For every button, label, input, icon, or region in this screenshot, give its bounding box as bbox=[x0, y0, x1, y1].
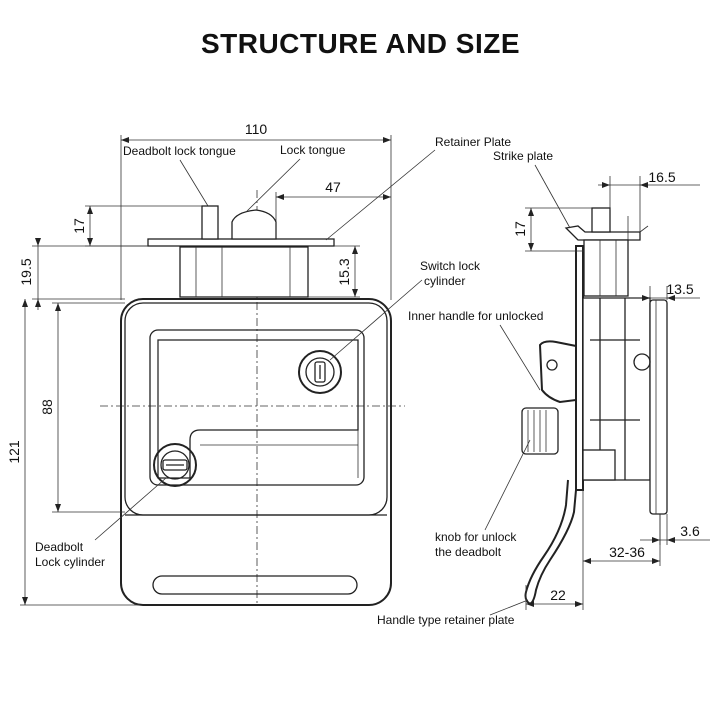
label-switch-cylinder-2: cylinder bbox=[424, 274, 465, 288]
switch-lock-cylinder bbox=[298, 350, 342, 394]
side-dimensions: 16.5 17 13.5 3.6 32-36 22 bbox=[512, 169, 710, 610]
label-deadbolt-tongue: Deadbolt lock tongue bbox=[123, 144, 236, 158]
side-inner-handle bbox=[538, 340, 577, 404]
label-deadbolt-cylinder-1: Deadbolt bbox=[35, 540, 84, 554]
dim-15-3: 15.3 bbox=[336, 258, 352, 285]
grip-slot bbox=[152, 575, 358, 595]
dim-22: 22 bbox=[550, 587, 566, 603]
label-inner-handle: Inner handle for unlocked bbox=[408, 309, 543, 323]
front-callouts: Deadbolt lock tongue Lock tongue Retaine… bbox=[35, 135, 511, 569]
side-upper-housing bbox=[583, 239, 629, 297]
retainer-plate bbox=[147, 238, 335, 247]
label-switch-cylinder-1: Switch lock bbox=[420, 259, 481, 273]
label-deadbolt-cylinder-2: Lock cylinder bbox=[35, 555, 105, 569]
deadbolt-lock-cylinder bbox=[153, 443, 197, 487]
side-view bbox=[521, 207, 668, 606]
side-callouts: Strike plate Inner handle for unlocked k… bbox=[377, 149, 571, 627]
lock-body bbox=[120, 298, 392, 606]
upper-housing bbox=[179, 246, 309, 298]
dim-121: 121 bbox=[6, 440, 22, 464]
side-cylinder-end bbox=[633, 353, 651, 371]
label-knob-1: knob for unlock bbox=[435, 530, 517, 544]
front-dimensions: 110 47 17 19.5 15.3 88 bbox=[6, 121, 392, 606]
dim-19-5: 19.5 bbox=[18, 258, 34, 285]
paddle-inner bbox=[157, 339, 359, 479]
side-lower-block bbox=[582, 449, 616, 481]
dim-17-left: 17 bbox=[71, 218, 87, 234]
label-strike-plate: Strike plate bbox=[493, 149, 553, 163]
dim-3-6: 3.6 bbox=[680, 523, 700, 539]
dim-13-5: 13.5 bbox=[666, 281, 693, 297]
label-handle-retainer: Handle type retainer plate bbox=[377, 613, 515, 627]
side-door-plate bbox=[575, 245, 584, 491]
dim-88: 88 bbox=[39, 399, 55, 415]
side-flange bbox=[649, 299, 668, 515]
lock-tongue bbox=[231, 209, 277, 240]
label-lock-tongue: Lock tongue bbox=[280, 143, 346, 157]
dim-110: 110 bbox=[245, 121, 268, 137]
front-view bbox=[100, 190, 405, 606]
paddle-outer bbox=[149, 329, 365, 486]
deadbolt-tongue bbox=[201, 205, 219, 240]
dim-32-36: 32-36 bbox=[609, 544, 645, 560]
side-handle-retainer bbox=[524, 479, 577, 606]
dim-47: 47 bbox=[325, 179, 341, 195]
side-tongue bbox=[591, 207, 611, 233]
dim-17-right: 17 bbox=[512, 221, 528, 237]
label-knob-2: the deadbolt bbox=[435, 545, 502, 559]
label-retainer-plate: Retainer Plate bbox=[435, 135, 511, 149]
dim-16-5: 16.5 bbox=[648, 169, 675, 185]
page-title: STRUCTURE AND SIZE bbox=[200, 28, 521, 59]
